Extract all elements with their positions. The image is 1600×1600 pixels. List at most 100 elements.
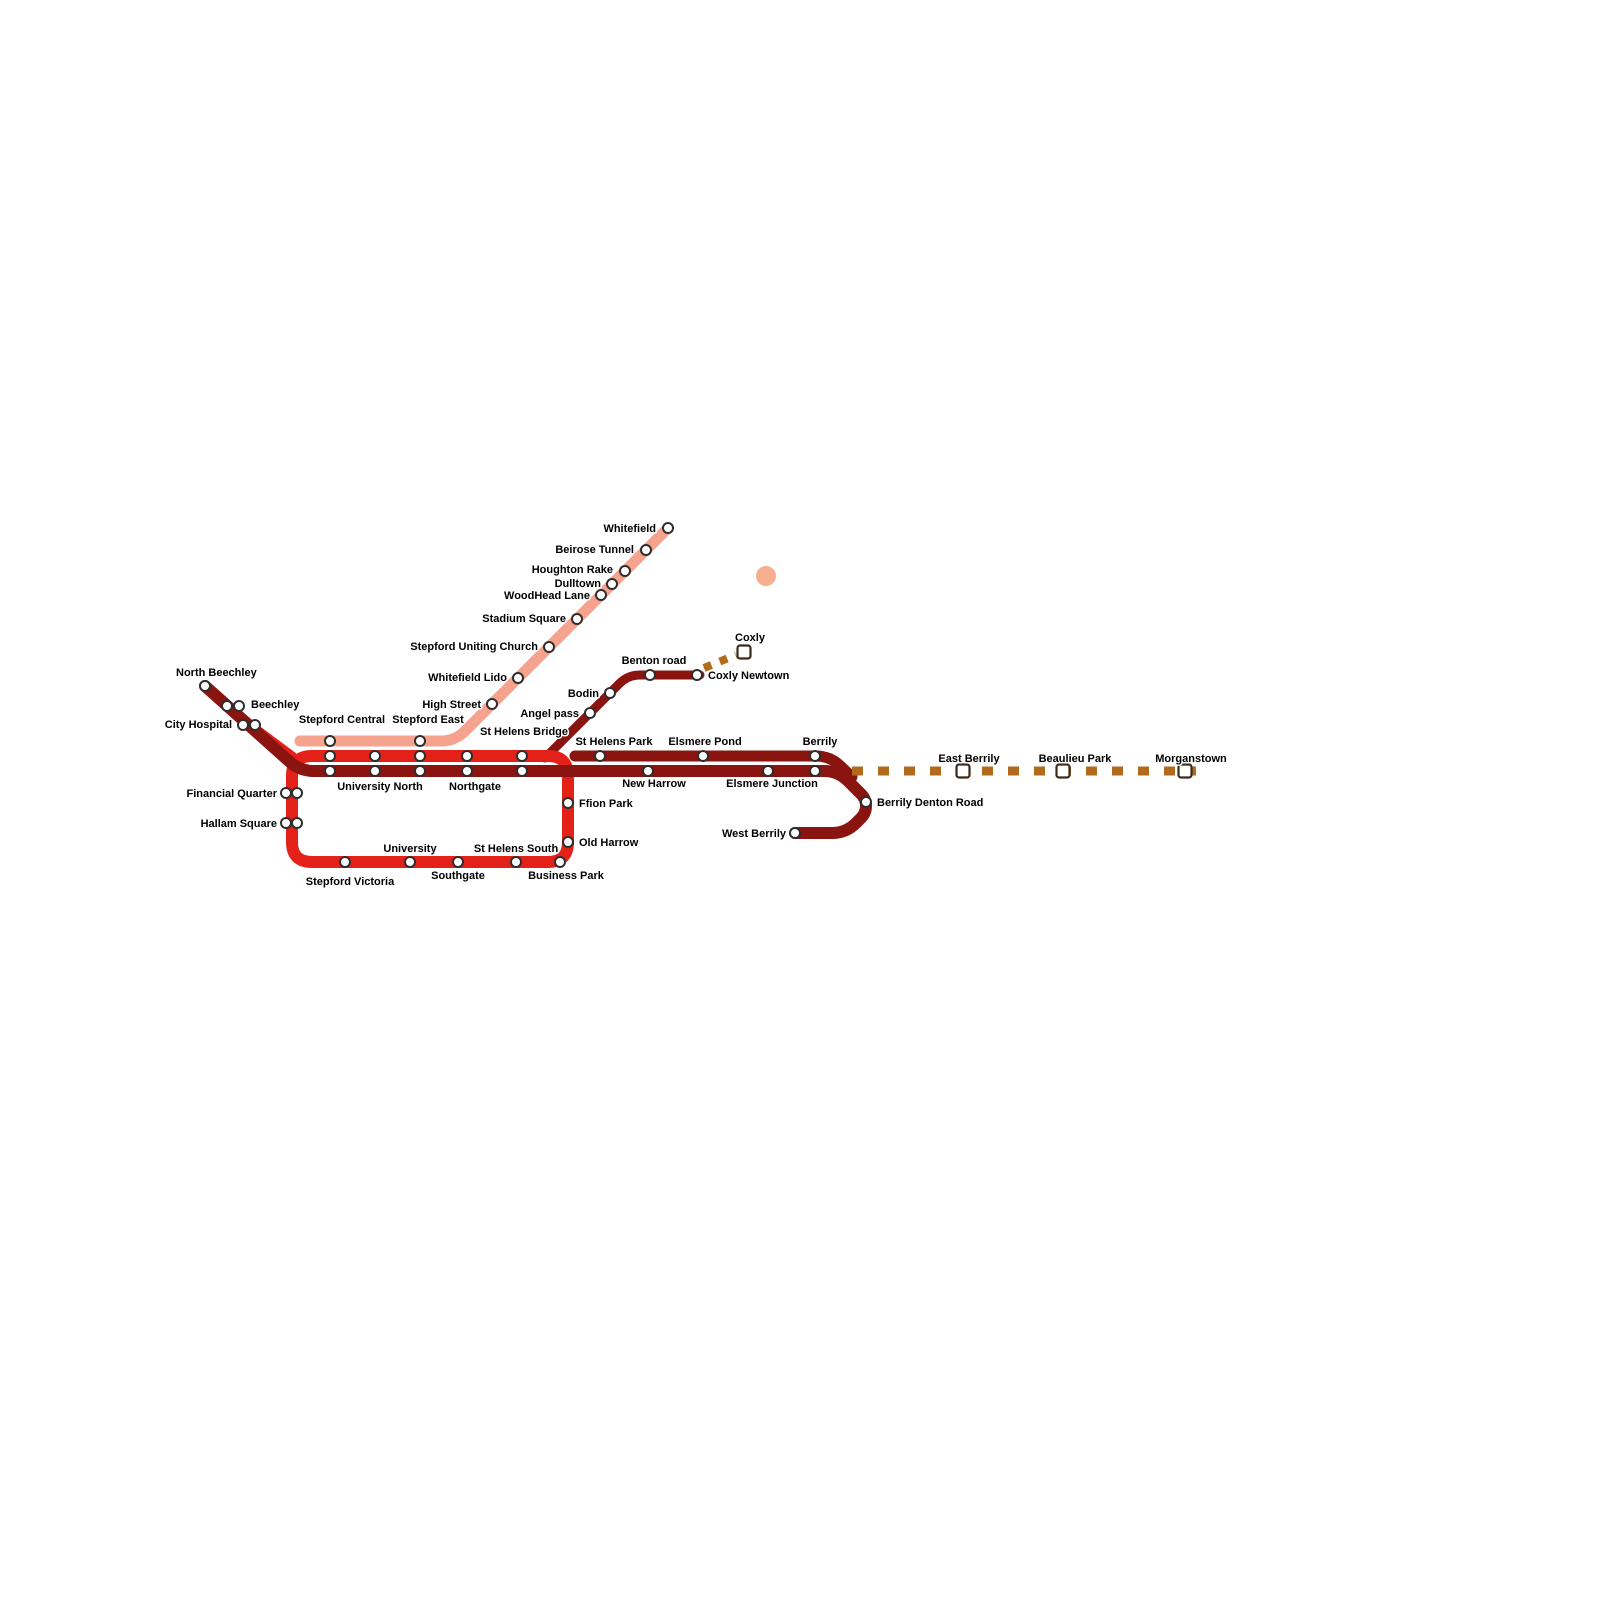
station-university-north-marker — [369, 765, 381, 777]
station-whitefield-lido-label: Whitefield Lido — [428, 672, 507, 684]
station-city-hospital-marker — [249, 719, 261, 731]
station-stepford-east-marker — [414, 750, 426, 762]
station-woodhead-lane-marker — [595, 589, 607, 601]
station-coxly-newtown-label: Coxly Newtown — [708, 670, 790, 682]
station-financial-quarter-marker — [280, 787, 292, 799]
station-high-street-marker — [486, 698, 498, 710]
station-angel-pass-marker — [584, 707, 596, 719]
station-city-hospital-label: City Hospital — [165, 719, 232, 731]
station-st-helens-south-label: St Helens South — [474, 843, 559, 855]
station-stepford-victoria-label: Stepford Victoria — [306, 876, 395, 888]
station-stepford-east-marker — [414, 765, 426, 777]
station-beechley-marker — [233, 700, 245, 712]
station-stepford-east-marker — [414, 735, 426, 747]
station-old-harrow-label: Old Harrow — [579, 837, 639, 849]
station-houghton-rake-marker — [619, 565, 631, 577]
station-hallam-square-marker — [291, 817, 303, 829]
station-north-beechley-label: North Beechley — [176, 667, 258, 679]
station-whitefield-label: Whitefield — [603, 523, 656, 535]
station-stepford-uniting-church-label: Stepford Uniting Church — [410, 641, 538, 653]
stations-layer — [199, 522, 1193, 868]
station-stepford-central-marker — [324, 735, 336, 747]
station-ffion-park-label: Ffion Park — [579, 798, 634, 810]
station-stepford-central-marker — [324, 765, 336, 777]
station-st-helens-bridge-label: St Helens Bridge — [480, 726, 568, 738]
station-ffion-park-marker — [562, 797, 574, 809]
station-university-north-label: University North — [337, 781, 423, 793]
station-dulltown-marker — [606, 578, 618, 590]
station-financial-quarter-label: Financial Quarter — [187, 788, 278, 800]
station-city-hospital-marker — [237, 719, 249, 731]
station-east-berrily-label: East Berrily — [938, 753, 1000, 765]
station-st-helens-bridge-marker — [516, 765, 528, 777]
station-stadium-square-marker — [571, 613, 583, 625]
station-elsmere-pond-label: Elsmere Pond — [668, 736, 741, 748]
station-morganstown-marker — [1177, 763, 1193, 779]
station-st-helens-park-marker — [594, 750, 606, 762]
station-business-park-marker — [554, 856, 566, 868]
station-high-street-label: High Street — [422, 699, 481, 711]
station-dulltown-label: Dulltown — [555, 578, 602, 590]
station-st-helens-south-marker — [510, 856, 522, 868]
station-bodin-marker — [604, 687, 616, 699]
station-whitefield-marker — [662, 522, 674, 534]
station-morganstown-label: Morganstown — [1155, 753, 1227, 765]
station-southgate-marker — [452, 856, 464, 868]
station-north-beechley-marker — [199, 680, 211, 692]
station-angel-pass-label: Angel pass — [520, 708, 579, 720]
station-whitefield-lido-marker — [512, 672, 524, 684]
station-stepford-central-marker — [324, 750, 336, 762]
station-hallam-square-label: Hallam Square — [201, 818, 277, 830]
station-beirose-tunnel-marker — [640, 544, 652, 556]
station-business-park-label: Business Park — [528, 870, 605, 882]
station-coxly-label: Coxly — [735, 632, 766, 644]
station-coxly-marker — [736, 644, 752, 660]
station-coxly-newtown-marker — [691, 669, 703, 681]
salmon-dot — [756, 566, 776, 586]
station-east-berrily-marker — [955, 763, 971, 779]
station-bodin-label: Bodin — [568, 688, 599, 700]
station-university-label: University — [383, 843, 437, 855]
station-berrily-denton-road-marker — [860, 796, 872, 808]
station-woodhead-lane-label: WoodHead Lane — [504, 590, 590, 602]
station-beaulieu-park-label: Beaulieu Park — [1039, 753, 1113, 765]
station-benton-road-marker — [644, 669, 656, 681]
line-coxly-dashed — [702, 651, 738, 672]
station-beechley-label: Beechley — [251, 699, 300, 711]
station-st-helens-park-label: St Helens Park — [575, 736, 653, 748]
station-st-helens-bridge-marker — [516, 750, 528, 762]
station-new-harrow-marker — [642, 765, 654, 777]
station-university-north-marker — [369, 750, 381, 762]
line-coxly-branch-maroon — [540, 670, 705, 763]
station-beechley-marker — [221, 700, 233, 712]
station-financial-quarter-marker — [291, 787, 303, 799]
station-berrily-marker — [809, 765, 821, 777]
station-university-marker — [404, 856, 416, 868]
station-west-berrily-marker — [789, 827, 801, 839]
station-stadium-square-label: Stadium Square — [482, 613, 566, 625]
station-beaulieu-park-marker — [1055, 763, 1071, 779]
station-elsmere-junction-label: Elsmere Junction — [726, 778, 818, 790]
station-elsmere-pond-marker — [697, 750, 709, 762]
station-berrily-denton-road-label: Berrily Denton Road — [877, 797, 983, 809]
station-benton-road-label: Benton road — [622, 655, 687, 667]
station-northgate-label: Northgate — [449, 781, 501, 793]
station-west-berrily-label: West Berrily — [722, 828, 787, 840]
line-whitefield-pink — [294, 522, 674, 747]
station-elsmere-junction-marker — [762, 765, 774, 777]
station-berrily-label: Berrily — [803, 736, 839, 748]
station-beirose-tunnel-label: Beirose Tunnel — [555, 544, 634, 556]
station-southgate-label: Southgate — [431, 870, 485, 882]
station-stepford-east-label: Stepford East — [392, 714, 464, 726]
station-stepford-victoria-marker — [339, 856, 351, 868]
station-old-harrow-marker — [562, 836, 574, 848]
decor-layer — [756, 566, 776, 586]
station-new-harrow-label: New Harrow — [622, 778, 686, 790]
station-stepford-central-label: Stepford Central — [299, 714, 385, 726]
station-houghton-rake-label: Houghton Rake — [532, 564, 613, 576]
station-hallam-square-marker — [280, 817, 292, 829]
station-northgate-marker — [461, 750, 473, 762]
